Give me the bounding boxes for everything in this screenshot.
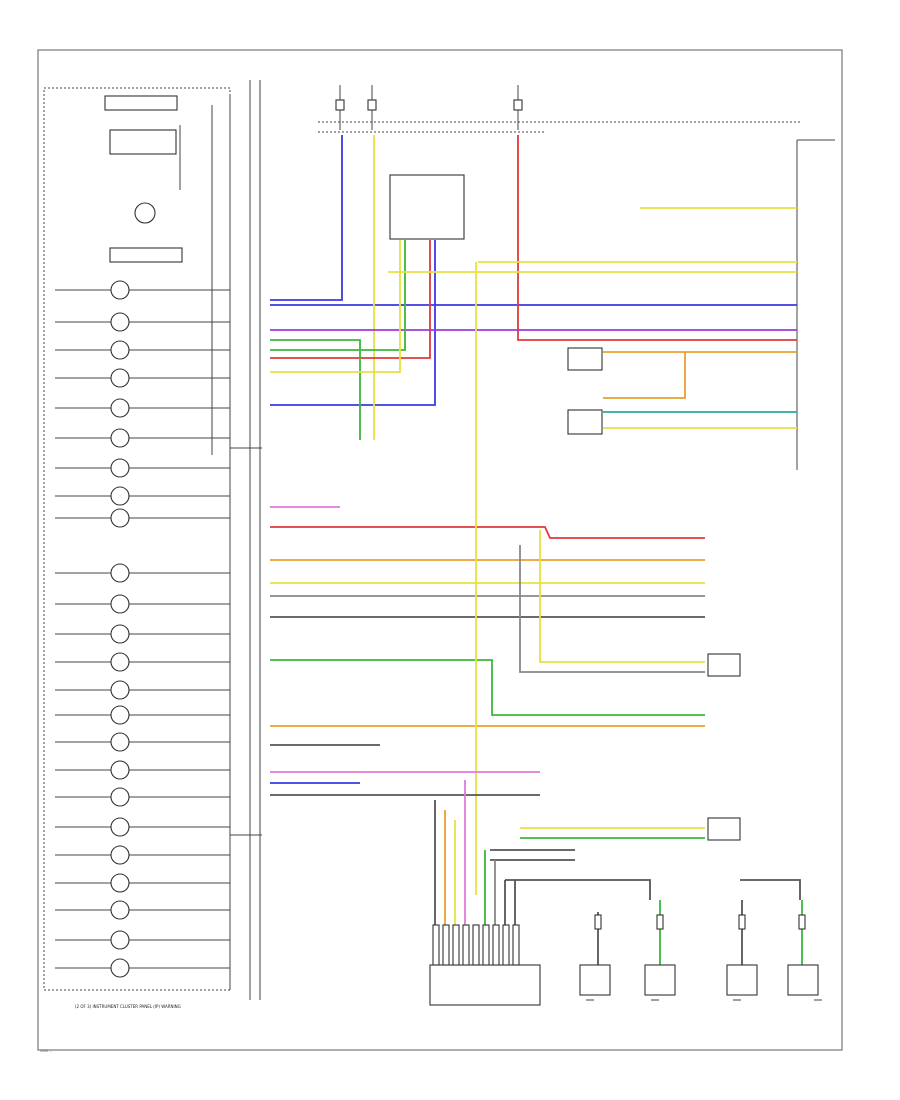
wire-green [270, 339, 361, 440]
cluster-caption: (2 OF 3) INSTRUMENT CLUSTER PANEL (IP) W… [75, 1004, 181, 1009]
control-module-box [389, 174, 465, 240]
footer-note: 2000 ... [40, 1049, 52, 1053]
wire-red [270, 240, 431, 359]
wire-red [270, 526, 705, 539]
wire-green [270, 659, 705, 716]
bulb-icon [134, 202, 156, 224]
switch-icon [726, 964, 758, 996]
bus-lines [230, 80, 262, 1000]
fuse-icon [513, 99, 523, 111]
wire-green [270, 240, 406, 351]
wire-blue [270, 240, 436, 406]
wire-orange [603, 352, 686, 399]
wire-gray [519, 545, 705, 673]
switch-box [567, 409, 603, 435]
door-switches [579, 900, 819, 996]
wires [270, 135, 801, 925]
tachometer-box [104, 95, 178, 111]
speedometer-box [109, 247, 183, 263]
wire-yellow [539, 530, 705, 663]
fuse-block-top [318, 85, 800, 133]
wire-red [517, 135, 797, 341]
diagram-frame [37, 49, 843, 1051]
indicator-bulbs [55, 280, 230, 978]
relay-box [567, 347, 603, 371]
wire-yellow [270, 240, 401, 373]
coolant-temp-gauge-box [109, 129, 177, 155]
fuse-icon [335, 99, 345, 111]
switch-icon [787, 964, 819, 996]
instrument-cluster-panel: (2 OF 3) INSTRUMENT CLUSTER PANEL (IP) W… [43, 87, 231, 1009]
wire-blue [270, 135, 343, 301]
switch-icon [644, 964, 676, 996]
wire-dark [740, 879, 801, 900]
wire-dark [505, 879, 651, 900]
coolant-sender-box [707, 817, 741, 841]
fuel-sender-box [707, 653, 741, 677]
bottom-connector-pins [432, 924, 520, 966]
bottom-connector-box [429, 964, 541, 1006]
switch-icon [579, 964, 611, 996]
fuse-icon [367, 99, 377, 111]
